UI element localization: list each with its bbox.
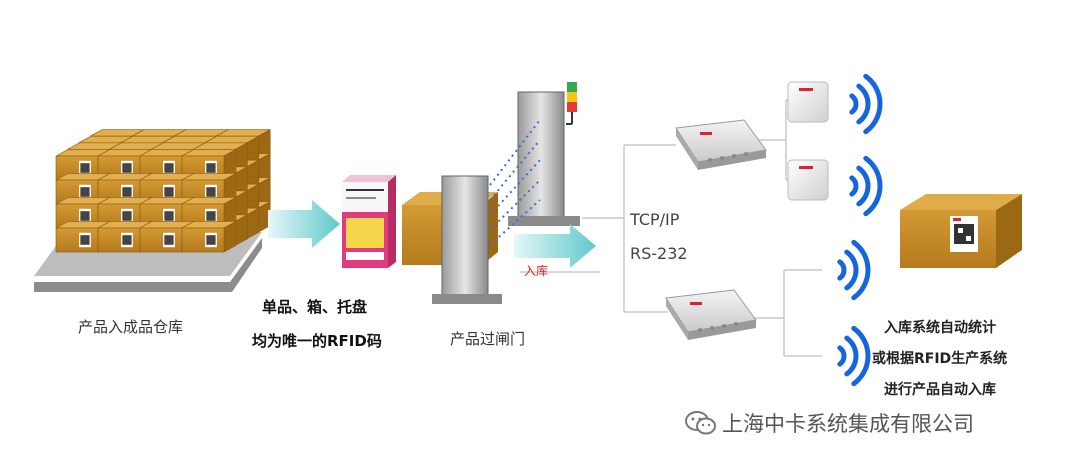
result-caption-line3: 进行产品自动入库	[884, 382, 996, 398]
flow-arrow-2	[514, 224, 600, 273]
wechat-icon	[684, 409, 718, 441]
radio-wave-icon	[849, 155, 883, 217]
result-caption-line1: 入库系统自动统计	[884, 320, 996, 336]
pallet-icon	[34, 238, 262, 292]
company-watermark: 上海中卡系统集成有限公司	[722, 412, 974, 436]
radio-wave-group	[837, 73, 883, 387]
radio-wave-icon	[849, 73, 883, 135]
rfid-reader-icon	[665, 289, 757, 340]
result-caption-line2: 或根据RFID生产系统	[872, 351, 1008, 367]
gate-label: 产品过闸门	[450, 330, 526, 348]
warehouse-label: 产品入成品仓库	[78, 318, 184, 336]
gate-portal-icon	[402, 91, 580, 304]
rfid-tagging-caption-line1: 单品、箱、托盘	[262, 298, 368, 316]
rfid-reader-icon	[675, 119, 767, 170]
radio-wave-icon	[837, 325, 871, 387]
carton-box-icon	[181, 220, 237, 253]
protocol-label-rs232: RS-232	[630, 244, 688, 263]
rfid-tagging-caption-line2: 均为唯一的RFID码	[252, 332, 382, 350]
signal-light-icon	[566, 82, 577, 125]
rfid-antenna-icon	[787, 159, 829, 201]
rfid-antenna-icon	[787, 81, 829, 123]
carton-box-icon	[139, 172, 195, 205]
protocol-label-tcpip: TCP/IP	[630, 210, 680, 229]
rfid-tag-icon	[342, 175, 396, 268]
inbound-label: 入库	[524, 264, 549, 278]
pallet-stack	[34, 129, 271, 292]
network-lines	[582, 99, 822, 357]
radio-wave-icon	[837, 239, 871, 301]
carton-box-grid	[55, 129, 271, 253]
carton-box-icon	[900, 194, 1022, 268]
flow-arrow-1	[268, 200, 340, 248]
